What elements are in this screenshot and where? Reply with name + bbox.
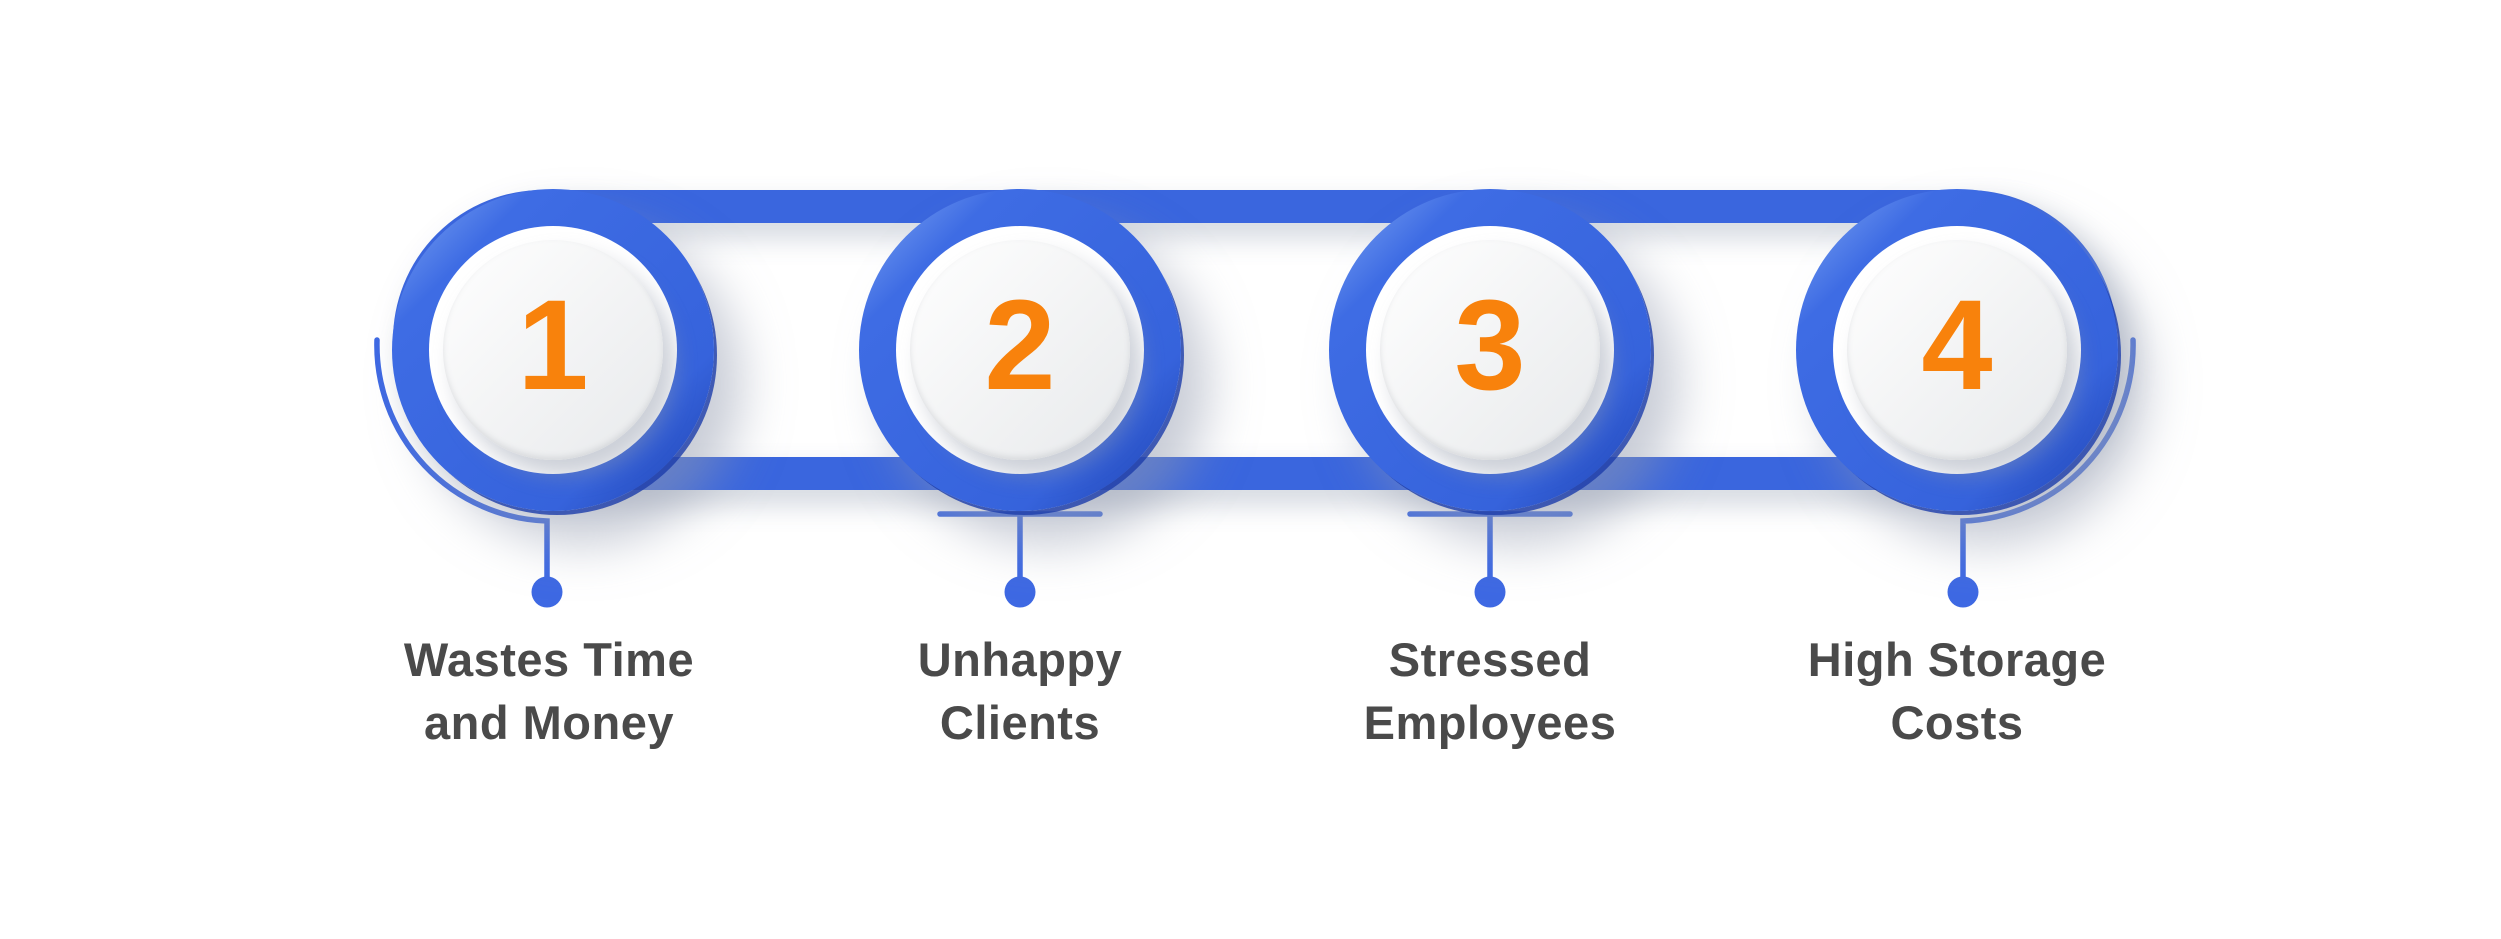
step-4-dot	[1947, 576, 1979, 608]
step-2-tee-connector	[937, 511, 1103, 580]
step-4-gap-ring: 4	[1833, 226, 2081, 474]
step-3-dot	[1474, 576, 1506, 608]
step-4-node: 4	[1796, 189, 2118, 511]
step-1-inner-circle: 1	[443, 240, 663, 460]
step-1-node: 1	[392, 189, 714, 511]
step-3-ring: 3	[1329, 189, 1651, 511]
step-3-tee-connector	[1407, 511, 1573, 580]
step-2-label: Unhappy Clients	[917, 633, 1123, 750]
step-3-inner-circle: 3	[1380, 240, 1600, 460]
step-3-number: 3	[1454, 274, 1526, 417]
step-4-inner-circle: 4	[1847, 240, 2067, 460]
step-1-gap-ring: 1	[429, 226, 677, 474]
step-1-number: 1	[517, 274, 589, 417]
step-2-gap-ring: 2	[896, 226, 1144, 474]
step-1-label: Wastes Time and Money	[403, 633, 695, 750]
step-1-ring: 1	[392, 189, 714, 511]
step-1-arc-connector	[374, 337, 550, 580]
step-4-label: High Storage Costs	[1807, 633, 2107, 750]
step-1-dot	[531, 576, 563, 608]
step-4-arc-connector	[1960, 337, 2136, 580]
step-2-node: 2	[859, 189, 1181, 511]
step-4-ring: 4	[1796, 189, 2118, 511]
step-4-number: 4	[1921, 274, 1993, 417]
step-3-label: Stressed Employees	[1363, 633, 1617, 750]
step-2-ring: 2	[859, 189, 1181, 511]
step-2-number: 2	[984, 274, 1056, 417]
step-2-dot	[1004, 576, 1036, 608]
step-2-inner-circle: 2	[910, 240, 1130, 460]
step-3-node: 3	[1329, 189, 1651, 511]
step-3-gap-ring: 3	[1366, 226, 1614, 474]
